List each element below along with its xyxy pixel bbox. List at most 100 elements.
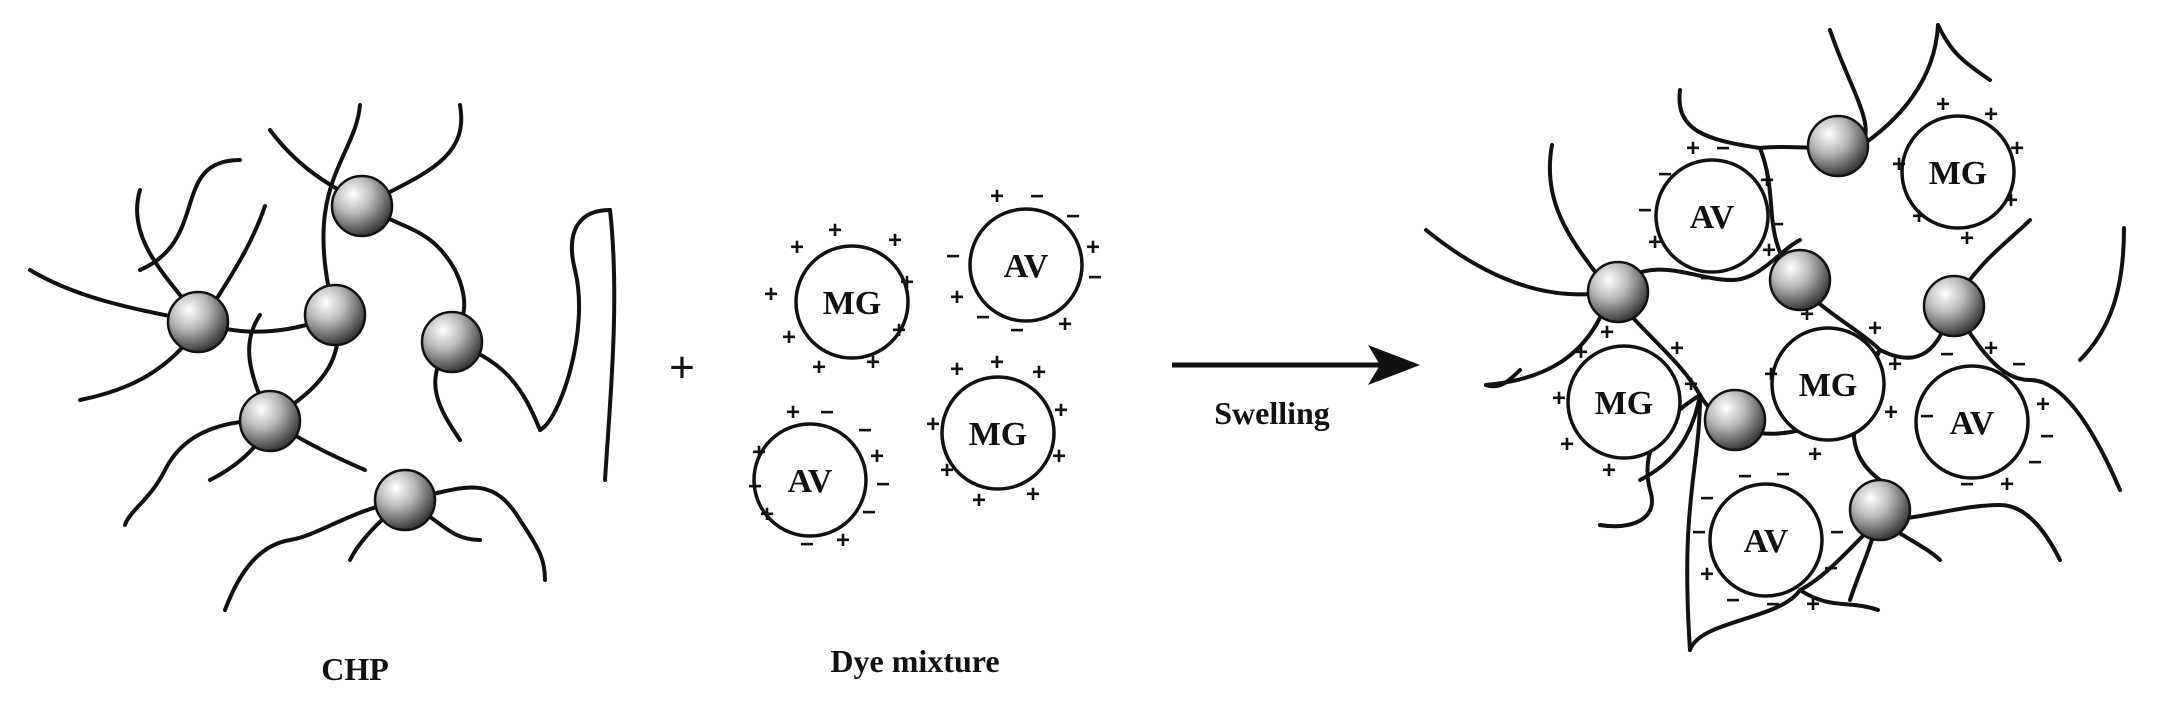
positive-charge: + — [1086, 234, 1100, 261]
polymer-bead — [1703, 388, 1767, 452]
positive-charge: + — [1574, 339, 1588, 366]
positive-charge: + — [786, 399, 800, 426]
positive-charge: + — [782, 324, 796, 351]
positive-charge: + — [812, 354, 826, 381]
positive-charge: + — [940, 457, 954, 484]
positive-charge: + — [1026, 481, 1040, 508]
positive-charge: + — [1806, 591, 1820, 618]
polymer-bead — [1922, 274, 1986, 338]
negative-charge: − — [1030, 183, 1044, 210]
positive-charge: + — [2000, 471, 2014, 498]
av-dye-label: AV — [1744, 523, 1789, 560]
positive-charge: + — [1684, 371, 1698, 398]
negative-charge: − — [800, 531, 814, 558]
mg-dye-molecule — [940, 375, 1056, 491]
av-charges: + − − + − + − − + − + − − + − − + − + − … — [748, 183, 1102, 558]
positive-charge: + — [950, 356, 964, 383]
polymer-bead — [238, 389, 302, 453]
polymer-bead — [1768, 248, 1832, 312]
negative-charge: − — [1010, 317, 1024, 344]
swollen-beads — [1586, 114, 1986, 542]
av-dye-label: AV — [1950, 405, 1995, 442]
mg-dye-label: MG — [823, 285, 882, 322]
mg-dye-label: MG — [1799, 367, 1858, 404]
negative-charge: − — [2040, 423, 2054, 450]
positive-charge: + — [828, 217, 842, 244]
positive-charge: + — [1936, 91, 1950, 118]
negative-charge: − — [2028, 449, 2042, 476]
negative-charge: − — [1700, 265, 1714, 292]
positive-charge: + — [1760, 167, 1774, 194]
positive-charge: + — [752, 439, 766, 466]
mg-dye-molecule — [1566, 344, 1682, 460]
negative-charge: − — [1088, 264, 1102, 291]
positive-charge: + — [1984, 335, 1998, 362]
positive-charge: + — [1808, 441, 1822, 468]
positive-charge: + — [866, 349, 880, 376]
polymer-bead — [330, 174, 394, 238]
negative-charge: − — [1066, 203, 1080, 230]
av-dye-molecule — [752, 422, 868, 538]
positive-charge: + — [900, 269, 914, 296]
negative-charge: − — [946, 243, 960, 270]
positive-charge: + — [990, 349, 1004, 376]
mg-dye-molecule — [794, 244, 910, 360]
positive-charge: + — [1670, 335, 1684, 362]
av-dye-label: AV — [1690, 199, 1735, 236]
negative-charge: − — [2012, 351, 2026, 378]
mg-dye-label: MG — [1595, 385, 1654, 422]
positive-charge: + — [1058, 311, 1072, 338]
positive-charge: + — [1888, 351, 1902, 378]
negative-charge: − — [1830, 519, 1844, 546]
swelling-label: Swelling — [1214, 395, 1330, 431]
positive-charge: + — [870, 443, 884, 470]
positive-charge: + — [1960, 225, 1974, 252]
polymer-bead — [1586, 260, 1650, 324]
dye-mixture-label: Dye mixture — [830, 643, 999, 679]
negative-charge: − — [1738, 463, 1752, 490]
negative-charge: − — [1692, 519, 1706, 546]
positive-charge: + — [836, 527, 850, 554]
av-dye-molecule — [1914, 364, 2030, 480]
negative-charge: − — [1700, 485, 1714, 512]
negative-charge: − — [1770, 211, 1784, 238]
positive-charge: + — [1602, 457, 1616, 484]
av-dye-molecule — [1654, 158, 1770, 274]
positive-charge: + — [1892, 151, 1906, 178]
dye-mixture: MG AV AV MG + + + + + + + + + + + + + + … — [748, 183, 1102, 679]
polymer-bead — [166, 290, 230, 354]
chp-beads — [166, 174, 484, 532]
positive-charge: + — [1700, 561, 1714, 588]
av-dye-label: AV — [1004, 248, 1049, 285]
negative-charge: − — [858, 417, 872, 444]
negative-charge: − — [748, 473, 762, 500]
negative-charge: − — [1960, 471, 1974, 498]
negative-charge: − — [1940, 341, 1954, 368]
positive-charge: + — [760, 501, 774, 528]
positive-charge: + — [1762, 237, 1776, 264]
swollen-charges: + − − − + − + − + + + + + + + + + + + + … — [1552, 91, 2054, 618]
swelling-arrow: Swelling — [1172, 345, 1420, 431]
negative-charge: − — [1726, 587, 1740, 614]
swollen-dyes: AV MG MG MG AV AV — [1566, 114, 2030, 598]
polymer-bead — [373, 468, 437, 532]
positive-charge: + — [950, 284, 964, 311]
positive-charge: + — [790, 234, 804, 261]
positive-charge: + — [1764, 361, 1778, 388]
positive-charge: + — [1648, 229, 1662, 256]
chp-chains — [28, 103, 617, 612]
mg-dye-label: MG — [969, 416, 1028, 453]
polymer-bead — [420, 310, 484, 374]
negative-charge: − — [862, 499, 876, 526]
negative-charge: − — [1920, 403, 1934, 430]
positive-charge: + — [1912, 203, 1926, 230]
positive-charge: + — [764, 281, 778, 308]
mg-dye-label: MG — [1929, 155, 1988, 192]
positive-charge: + — [1552, 385, 1566, 412]
mg-dye-molecule — [1900, 114, 2016, 230]
positive-charge: + — [1686, 135, 1700, 162]
positive-charge: + — [1800, 301, 1814, 328]
mg-dye-molecule — [1770, 326, 1886, 442]
positive-charge: + — [1984, 101, 1998, 128]
